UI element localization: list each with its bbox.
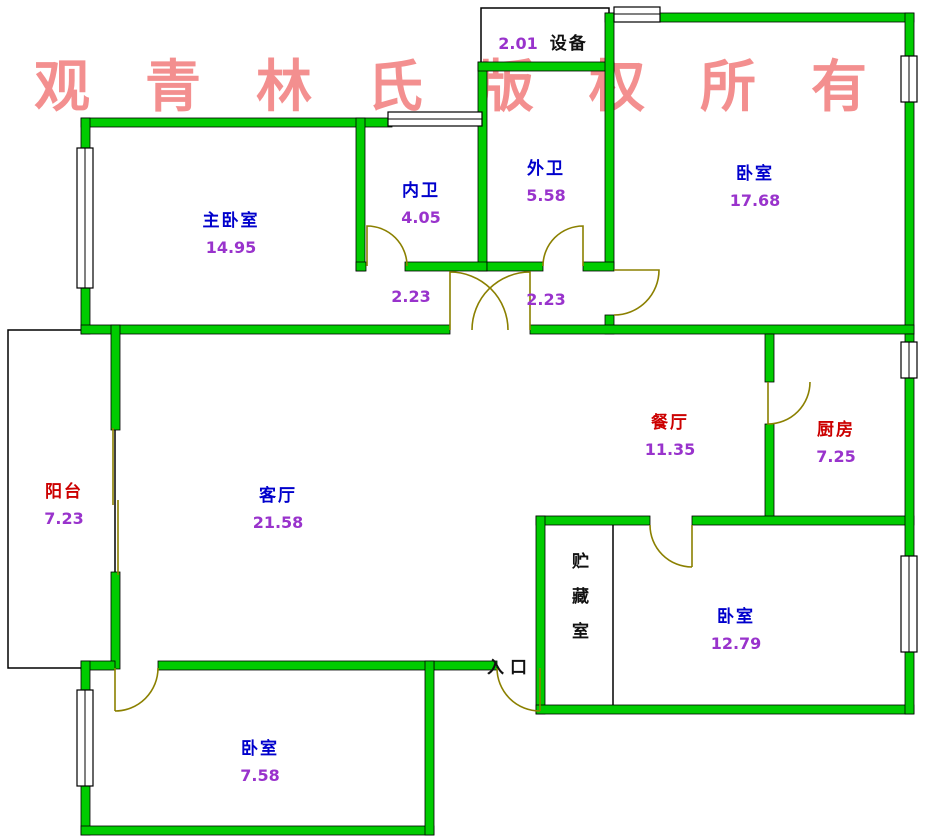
room-label-entrance: 入口	[487, 658, 533, 678]
room-name: 卧室	[735, 164, 774, 184]
hall-door-right-arc	[471, 271, 531, 331]
doors-layer	[112, 225, 811, 712]
room-label-bedroom-top-right: 卧室 17.68	[730, 164, 781, 211]
windows-layer	[76, 6, 918, 787]
room-label-inner-bath: 内卫 4.05	[401, 181, 440, 228]
room-label-bedroom-bottom: 卧室 7.58	[240, 739, 279, 786]
hall-door-left-arc	[449, 271, 509, 331]
room-name: 入口	[487, 658, 533, 678]
room-label-kitchen: 厨房 7.25	[816, 420, 855, 467]
room-name: 设备	[549, 34, 588, 54]
room-name: 卧室	[240, 739, 279, 759]
room-name: 餐厅	[650, 413, 689, 433]
room-label-balcony: 阳台 7.23	[44, 482, 83, 529]
room-area: 21.58	[252, 513, 304, 532]
room-area: 4.05	[401, 208, 441, 227]
room-area: 2.23	[526, 290, 566, 309]
hall-area-right: 2.23	[526, 290, 565, 310]
room-label-equipment: 2.01 设备	[498, 34, 587, 54]
room-label-bedroom-right: 卧室 12.79	[711, 607, 762, 654]
kitchen-door-arc	[767, 381, 811, 425]
room-name: 阳台	[44, 482, 83, 502]
room-label-living-room: 客厅 21.58	[253, 486, 304, 533]
room-name: 卧室	[716, 607, 755, 627]
room-label-storage: 贮藏室	[568, 552, 588, 657]
bedroom-right-door-arc	[649, 524, 693, 568]
entrance-door-arc	[496, 667, 541, 712]
room-area: 12.79	[710, 634, 762, 653]
inner-bath-door-arc	[366, 225, 408, 267]
room-area: 2.23	[391, 287, 431, 306]
room-name: 客厅	[258, 486, 297, 506]
room-area: 7.58	[240, 766, 280, 785]
room-name: 主卧室	[202, 211, 260, 231]
bedroom-bottom-door-arc	[114, 667, 159, 712]
room-name: 外卫	[526, 159, 565, 179]
balcony-outline	[7, 329, 116, 669]
room-label-dining-room: 餐厅 11.35	[645, 413, 696, 460]
bedroom-top-right-door-arc	[613, 269, 660, 316]
walls-layer	[80, 12, 915, 836]
room-name: 内卫	[401, 181, 440, 201]
room-area: 5.58	[526, 186, 566, 205]
room-label-outer-bath: 外卫 5.58	[526, 159, 565, 206]
room-area: 2.01	[498, 34, 538, 53]
room-area: 7.23	[44, 509, 84, 528]
room-area: 11.35	[644, 440, 696, 459]
balcony-sliding-door	[112, 428, 119, 575]
room-label-master-bedroom: 主卧室 14.95	[203, 211, 260, 258]
room-area: 14.95	[205, 238, 257, 257]
outer-bath-door-arc	[542, 225, 584, 267]
room-area: 7.25	[816, 447, 856, 466]
room-name: 厨房	[816, 420, 855, 440]
room-area: 17.68	[729, 191, 781, 210]
hall-area-left: 2.23	[391, 287, 430, 307]
